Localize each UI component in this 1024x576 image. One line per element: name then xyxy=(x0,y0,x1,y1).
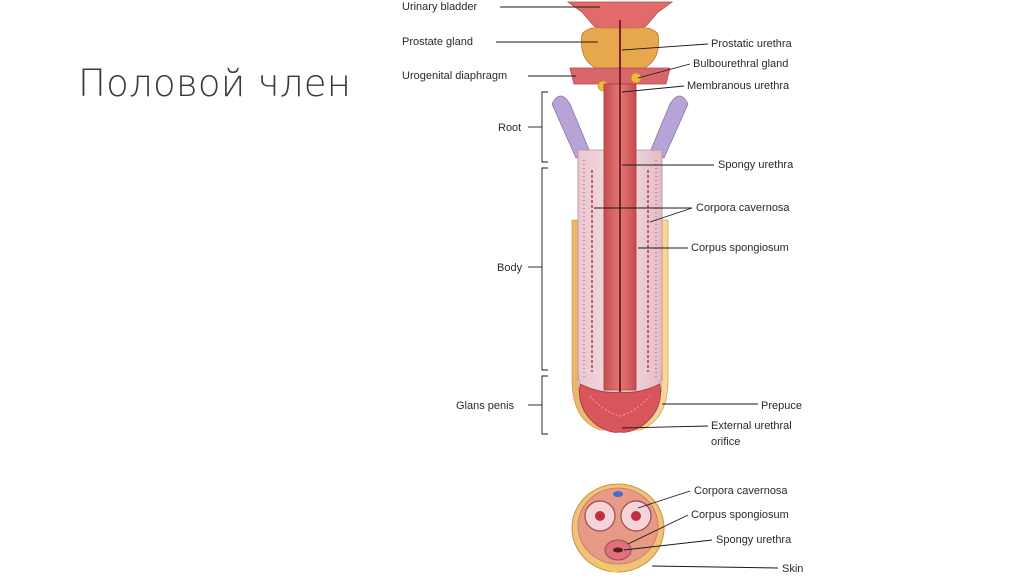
label-urinary-bladder: Urinary bladder xyxy=(402,1,478,13)
penis-anatomy-diagram: Urinary bladder Prostate gland Urogenita… xyxy=(402,1,803,575)
leader-cross-corpus-spongiosum xyxy=(627,514,689,545)
label-external-urethral-orifice-line2: orifice xyxy=(711,436,740,448)
left-labels: Urinary bladder Prostate gland Urogenita… xyxy=(402,1,600,412)
leader-cross-skin xyxy=(651,565,779,569)
bulbourethral-gland-right xyxy=(630,72,642,84)
leader-external-urethral-orifice xyxy=(621,425,709,429)
body-bracket xyxy=(541,167,548,371)
label-cross-spongy-urethra: Spongy urethra xyxy=(716,534,792,546)
crus-left xyxy=(551,95,591,159)
root-bracket xyxy=(541,91,548,163)
longitudinal-section xyxy=(551,1,689,433)
cross-section: Corpora cavernosa Corpus spongiosum Spon… xyxy=(571,483,803,575)
label-glans-penis: Glans penis xyxy=(456,400,515,412)
label-prostate-gland: Prostate gland xyxy=(402,36,473,48)
leader-membranous-urethra xyxy=(621,85,685,93)
label-body: Body xyxy=(497,262,523,274)
label-root: Root xyxy=(498,122,521,134)
leader-cross-corpora-cavernosa xyxy=(637,490,691,509)
label-urogenital-diaphragm: Urogenital diaphragm xyxy=(402,70,507,82)
label-prepuce: Prepuce xyxy=(761,400,802,412)
label-external-urethral-orifice-line1: External urethral xyxy=(711,420,792,432)
slide-title: Половой член xyxy=(78,62,352,105)
glans-bracket xyxy=(541,375,548,435)
label-prostatic-urethra: Prostatic urethra xyxy=(711,38,793,50)
label-corpora-cavernosa: Corpora cavernosa xyxy=(696,202,790,214)
label-membranous-urethra: Membranous urethra xyxy=(687,80,790,92)
right-labels: Prostatic urethra Bulbourethral gland Me… xyxy=(594,38,802,448)
label-bulbourethral-gland: Bulbourethral gland xyxy=(693,58,788,70)
leader-cross-spongy-urethra xyxy=(623,539,713,551)
cross-dorsal-vein xyxy=(613,491,623,497)
cross-artery-right xyxy=(631,511,641,521)
label-cross-corpora-cavernosa: Corpora cavernosa xyxy=(694,485,788,497)
leader-bulbourethral-gland xyxy=(637,63,691,79)
crus-right xyxy=(649,95,689,159)
leader-prostatic-urethra xyxy=(621,43,709,51)
glans-texture xyxy=(589,395,651,417)
label-cross-corpus-spongiosum: Corpus spongiosum xyxy=(691,509,789,521)
glans-shape xyxy=(579,383,661,433)
cross-skin-edge xyxy=(595,559,619,573)
anatomy-figure: Urinary bladder Prostate gland Urogenita… xyxy=(400,0,808,576)
cross-urethra xyxy=(613,547,623,553)
label-cross-skin: Skin xyxy=(782,563,803,575)
label-spongy-urethra: Spongy urethra xyxy=(718,159,794,171)
label-corpus-spongiosum: Corpus spongiosum xyxy=(691,242,789,254)
cross-artery-left xyxy=(595,511,605,521)
leader-corpora-cavernosa-2 xyxy=(649,207,693,223)
region-brackets xyxy=(528,91,548,435)
